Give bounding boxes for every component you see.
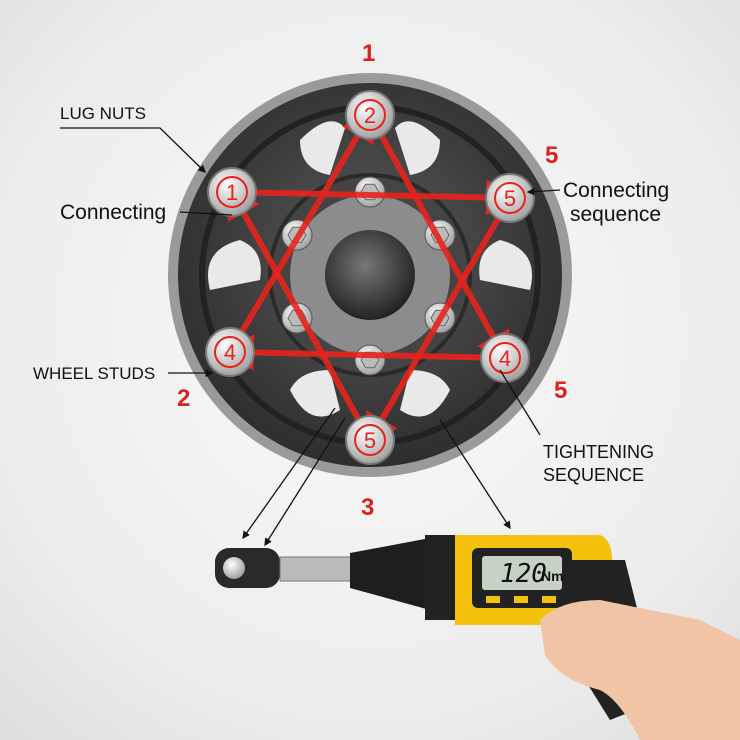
hand — [540, 600, 740, 740]
sequence-arrow — [367, 113, 511, 369]
sequence-arrow — [363, 196, 513, 451]
label-connecting: Connecting — [563, 179, 670, 202]
sequence-arrow — [218, 334, 506, 371]
lug-nuts: 2 5 4 5 4 1 — [205, 90, 535, 465]
sequence-number: 5 — [545, 142, 559, 169]
torque-unit: Nm — [541, 568, 564, 584]
sequence-number: 1 — [362, 40, 376, 67]
sequence-number: 2 — [177, 385, 191, 412]
sequence-arrow — [226, 181, 373, 442]
label-lug-nuts: LUG NUTS — [60, 104, 146, 123]
label-connecting-left: Connecting — [60, 201, 167, 224]
hub-cap — [325, 230, 415, 320]
wheel — [168, 73, 572, 477]
lug-nut-number: 5 — [364, 428, 376, 453]
lug-nut-number: 4 — [499, 346, 511, 371]
torque-value: 120 — [500, 559, 547, 589]
sequence-number: 3 — [361, 494, 375, 521]
label-wheel-studs: WHEEL STUDS — [33, 364, 156, 383]
sequence-number: 5 — [554, 377, 568, 404]
leader-lines — [60, 127, 561, 547]
wheel-stud — [354, 344, 386, 376]
lug-nut[interactable]: 4 — [205, 327, 255, 377]
lug-nut[interactable]: 5 — [345, 415, 395, 465]
star-pattern-arrows — [218, 104, 522, 451]
torque-display — [482, 556, 562, 590]
sequence-arrow — [227, 104, 377, 354]
wheel-spoke-openings — [208, 121, 532, 417]
lug-nut-number: 4 — [224, 340, 236, 365]
label-sequence: sequence — [570, 203, 662, 226]
lug-nut[interactable]: 5 — [485, 173, 535, 223]
lug-nut-number: 5 — [504, 186, 516, 211]
label-tightening: TIGHTENING — [543, 442, 654, 462]
lug-nut[interactable]: 4 — [480, 333, 530, 383]
sequence-arrow — [231, 179, 522, 216]
lug-nut[interactable]: 2 — [345, 90, 395, 140]
lug-nut-number: 2 — [364, 103, 376, 128]
lug-nut-number: 1 — [226, 180, 238, 205]
lug-nut[interactable]: 1 — [207, 167, 257, 217]
label-tightening-sequence: SEQUENCE — [543, 465, 645, 485]
